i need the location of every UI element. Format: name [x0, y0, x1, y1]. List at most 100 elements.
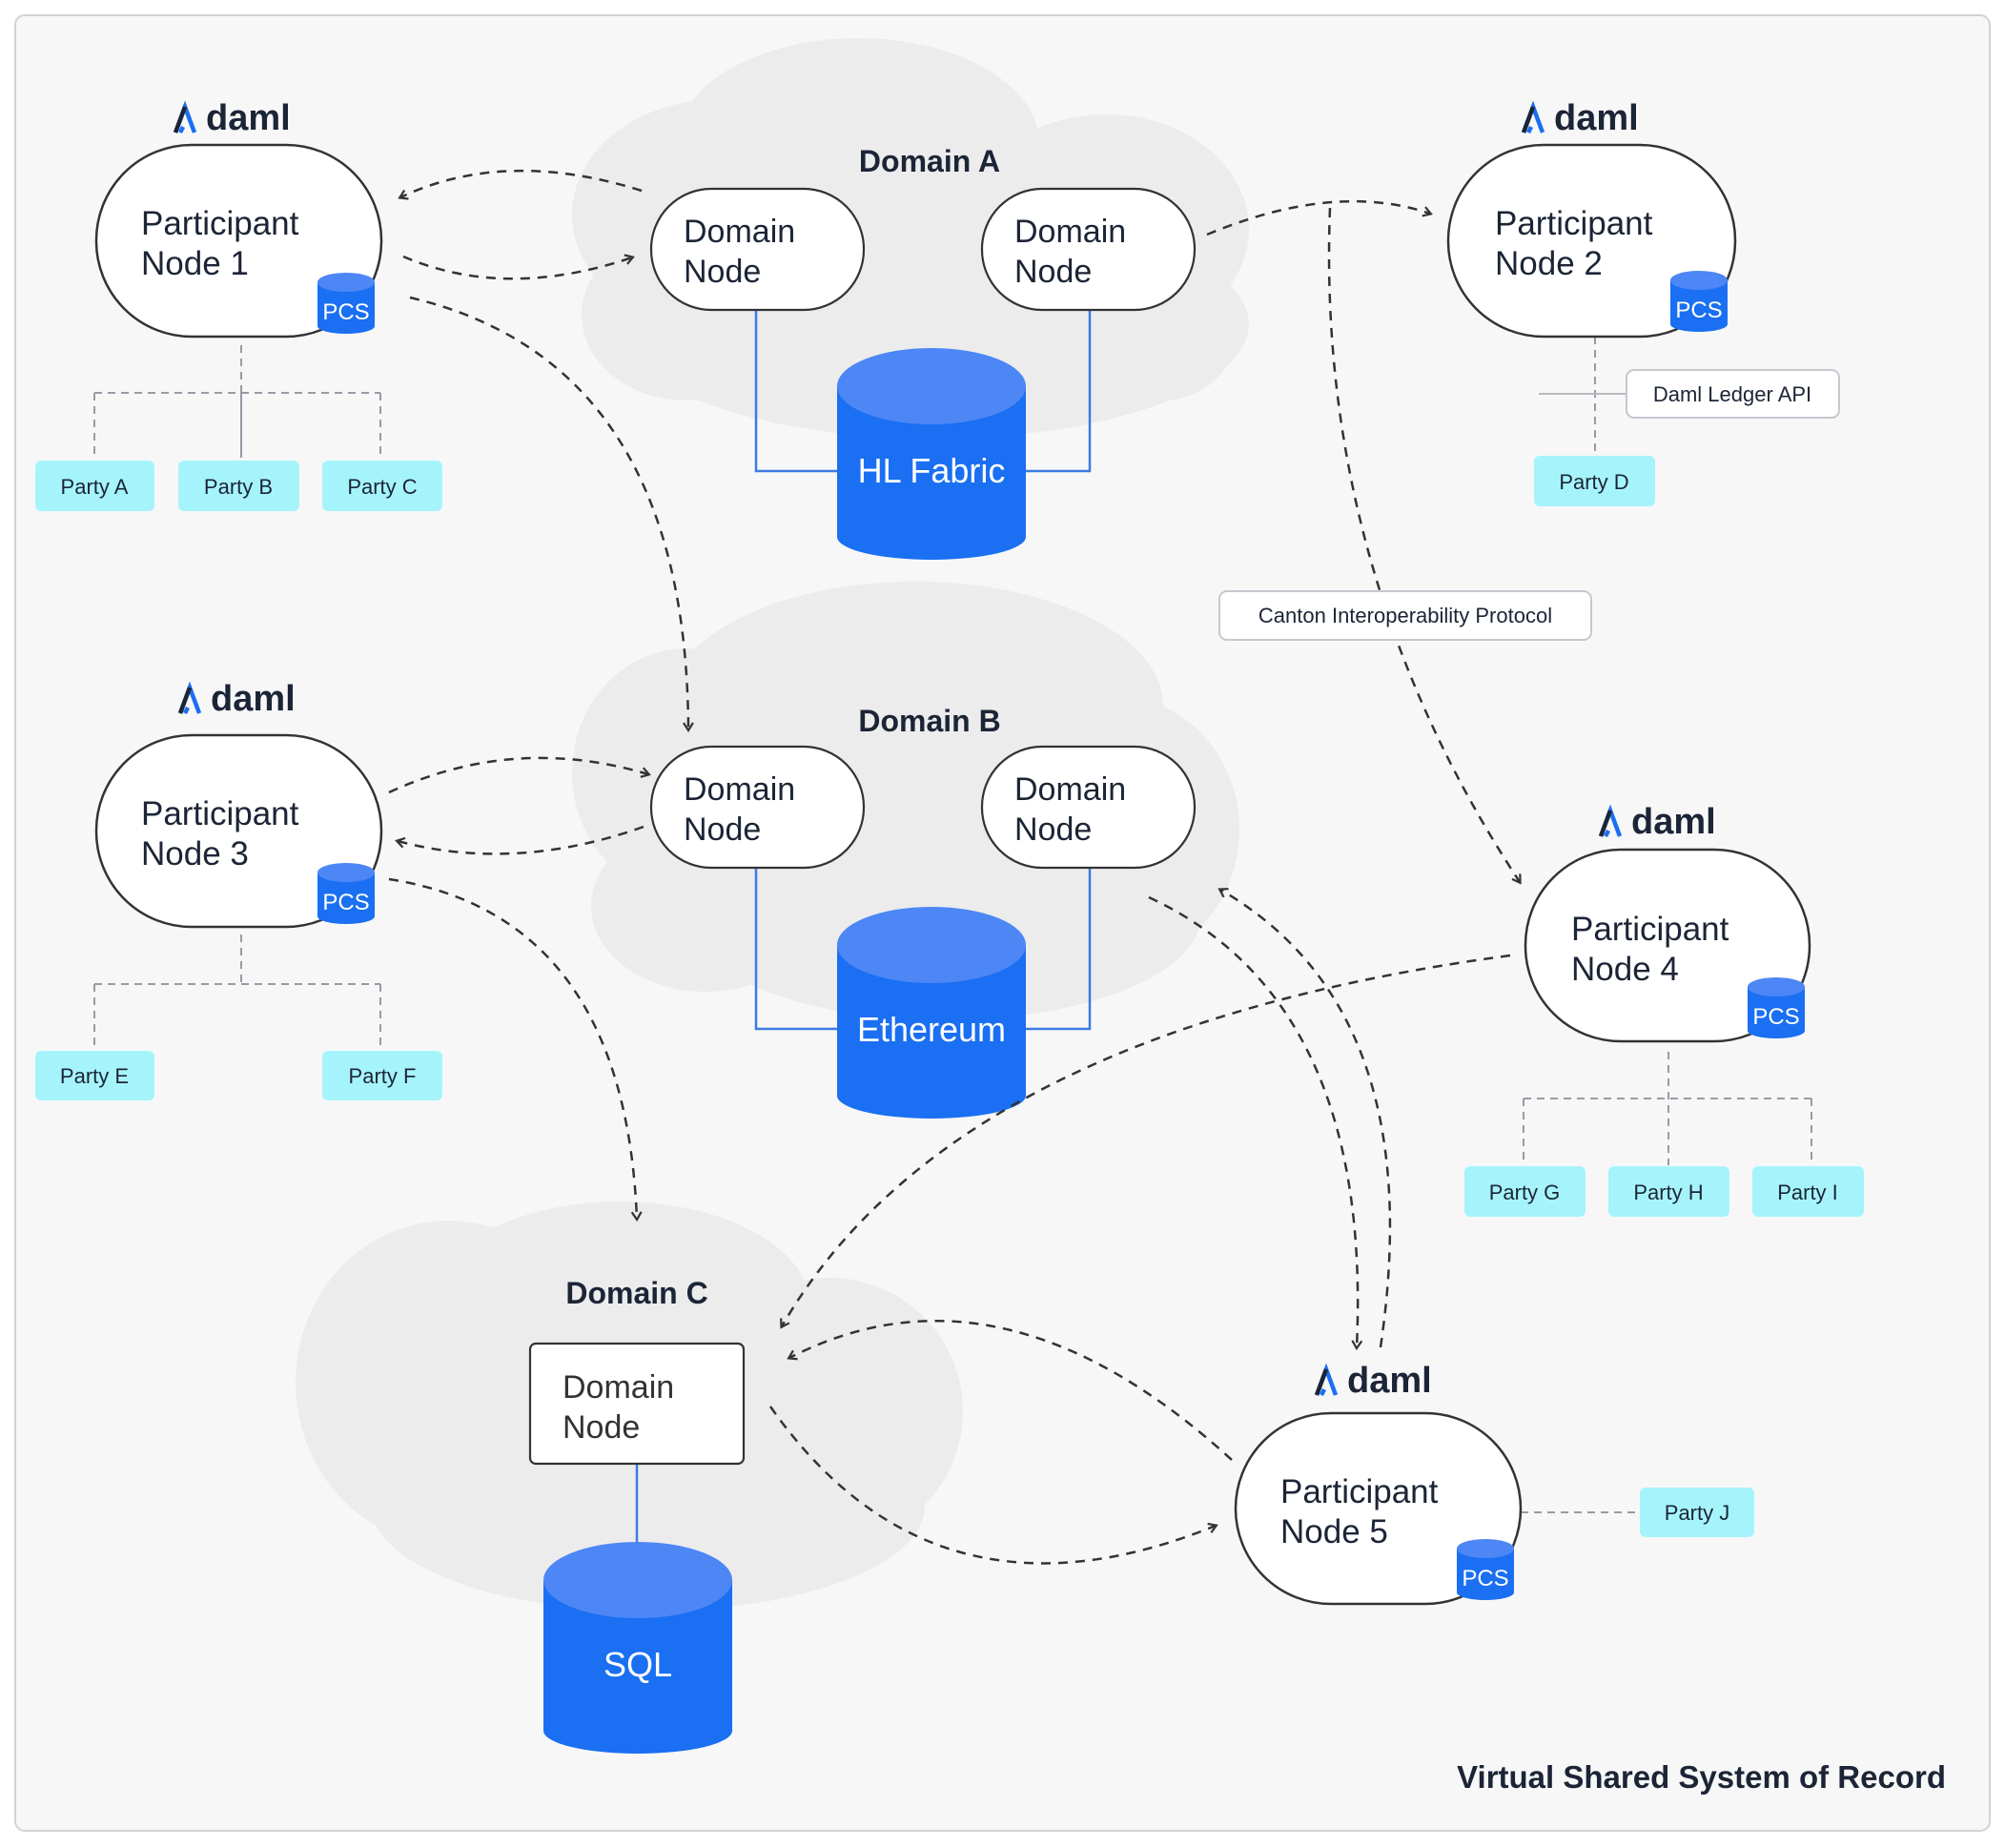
party-g-label: Party G — [1489, 1181, 1561, 1204]
party-j-chip[interactable] — [1640, 1488, 1754, 1537]
pcs-icon-p1: PCS — [317, 273, 375, 334]
participant-node-5-line1: Participant — [1280, 1473, 1439, 1510]
party-c-chip[interactable] — [322, 461, 442, 511]
domain-a-node-1-line2: Node — [684, 254, 761, 290]
participant-node-5[interactable]: Participant Node 5 — [1234, 1411, 1523, 1606]
arrow-p4-to-domain-c — [782, 954, 1511, 1326]
pcs-icon-p2: PCS — [1670, 271, 1728, 332]
participant-node-3[interactable]: Participant Node 3 — [94, 733, 383, 929]
domain-a-node-2[interactable]: Domain Node — [980, 187, 1197, 312]
pcs-icon-p3: PCS — [317, 863, 375, 924]
participant-node-2-line1: Participant — [1495, 205, 1653, 242]
arrow-p3-to-domain-c — [388, 877, 637, 1219]
party-i-label: Party I — [1777, 1181, 1838, 1204]
arrow-p5-to-domain-b — [1220, 890, 1392, 1348]
party-f-chip[interactable] — [322, 1051, 442, 1100]
participant-node-4-line1: Participant — [1571, 911, 1729, 948]
party-h-label: Party H — [1633, 1181, 1703, 1204]
party-c-label: Party C — [347, 475, 417, 499]
domain-c-node-line1: Domain — [563, 1369, 674, 1406]
party-f-label: Party F — [349, 1064, 417, 1088]
ethereum-label: Ethereum — [857, 1010, 1006, 1049]
domain-b-right-connector — [1025, 868, 1092, 1031]
arrow-p3-to-domain-b — [388, 756, 648, 794]
daml-logo-p1: daml — [173, 98, 291, 138]
party-d-chip[interactable] — [1534, 456, 1655, 506]
arrow-p1-to-domain-b — [409, 296, 688, 729]
domain-a-node-1-line1: Domain — [684, 214, 795, 250]
party-h-chip[interactable] — [1608, 1166, 1729, 1217]
participant-node-1-line2: Node 1 — [141, 245, 249, 282]
domain-c-node[interactable]: Domain Node — [528, 1342, 746, 1466]
party-e-label: Party E — [60, 1064, 129, 1088]
daml-logo-p2: daml — [1521, 98, 1639, 138]
arrow-domain-a-to-p1 — [400, 169, 643, 197]
ethereum-database: Ethereum — [837, 907, 1026, 1119]
domain-a-right-connector — [1025, 310, 1092, 473]
party-a-label: Party A — [61, 475, 129, 499]
pcs-label-p2: PCS — [1675, 298, 1722, 323]
party-i-chip[interactable] — [1752, 1166, 1864, 1217]
party-tree-1 — [93, 345, 381, 460]
interop-protocol-label: Canton Interoperability Protocol — [1258, 604, 1552, 627]
domain-a-title: Domain A — [859, 144, 1000, 178]
daml-logo-text-p2: daml — [1554, 98, 1639, 138]
domain-b-node-2[interactable]: Domain Node — [980, 745, 1197, 870]
party-d-label: Party D — [1559, 470, 1628, 494]
daml-logo-text-p1: daml — [206, 98, 291, 138]
hl-fabric-label: HL Fabric — [858, 451, 1006, 490]
domain-b-node-1[interactable]: Domain Node — [649, 745, 866, 870]
participant-node-3-line2: Node 3 — [141, 835, 249, 873]
domain-b-title: Domain B — [858, 704, 1000, 738]
participant-node-3-line1: Participant — [141, 795, 299, 832]
arrow-p5-to-domain-c — [789, 1319, 1233, 1461]
domain-c-node-line2: Node — [563, 1409, 640, 1446]
sql-label: SQL — [604, 1645, 672, 1684]
domain-a-node-2-line2: Node — [1014, 254, 1092, 290]
participant-node-1[interactable]: Participant Node 1 — [94, 143, 383, 339]
daml-logo-p5: daml — [1314, 1361, 1432, 1401]
domain-a-node-2-line1: Domain — [1014, 214, 1126, 250]
participant-node-1-line1: Participant — [141, 205, 299, 242]
arrow-domain-b-to-p5 — [1148, 895, 1358, 1347]
domain-b-node-1-line2: Node — [684, 811, 761, 848]
daml-logo-text-p3: daml — [211, 679, 296, 719]
domain-a-node-1[interactable]: Domain Node — [649, 187, 866, 312]
pcs-label-p1: PCS — [322, 299, 369, 325]
hl-fabric-database: HL Fabric — [837, 348, 1026, 560]
daml-logo-text-p4: daml — [1631, 802, 1716, 842]
arrow-interop-to-p4 — [1327, 207, 1520, 882]
participant-node-4-line2: Node 4 — [1571, 951, 1679, 988]
arrow-domain-a-to-p2 — [1206, 199, 1430, 236]
party-b-label: Party B — [204, 475, 273, 499]
pcs-label-p3: PCS — [322, 890, 369, 915]
sql-database: SQL — [543, 1542, 732, 1754]
party-j-label: Party J — [1665, 1501, 1729, 1525]
party-e-chip[interactable] — [35, 1051, 154, 1100]
participant-node-5-line2: Node 5 — [1280, 1513, 1388, 1550]
interop-protocol-label-box: Canton Interoperability Protocol — [1218, 590, 1592, 641]
footer-title: Virtual Shared System of Record — [1457, 1759, 1946, 1795]
daml-logo-p3: daml — [177, 679, 296, 719]
daml-logo-p4: daml — [1598, 802, 1716, 842]
domain-b-node-2-line1: Domain — [1014, 771, 1126, 808]
party-b-chip[interactable] — [178, 461, 299, 511]
participant-node-4[interactable]: Participant Node 4 — [1524, 848, 1811, 1043]
pcs-icon-p4: PCS — [1748, 977, 1805, 1038]
party-g-chip[interactable] — [1464, 1166, 1586, 1217]
party-a-chip[interactable] — [35, 461, 154, 511]
party-tree-4 — [1523, 1052, 1812, 1165]
daml-logo-text-p5: daml — [1347, 1361, 1432, 1401]
pcs-label-p5: PCS — [1462, 1566, 1508, 1591]
ledger-api-label-box: Daml Ledger API — [1626, 369, 1840, 419]
pcs-icon-p5: PCS — [1457, 1539, 1514, 1600]
pcs-label-p4: PCS — [1752, 1004, 1799, 1030]
arrow-domain-c-to-p5 — [768, 1406, 1216, 1565]
domain-b-node-1-line1: Domain — [684, 771, 795, 808]
arrow-domain-b-to-p3 — [398, 825, 644, 855]
arrow-p1-to-domain-a — [402, 257, 632, 280]
domain-a-left-connector — [754, 310, 839, 473]
participant-node-2[interactable]: Participant Node 2 — [1446, 143, 1737, 339]
participant-node-2-line2: Node 2 — [1495, 245, 1603, 282]
